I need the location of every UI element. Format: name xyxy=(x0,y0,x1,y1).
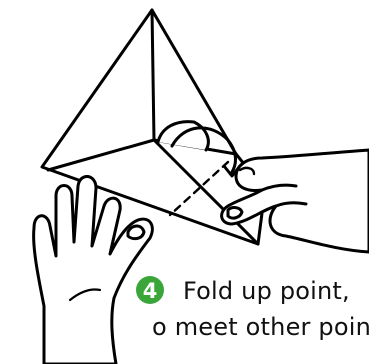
caption-line-2: o meet other poin xyxy=(152,313,369,341)
step-caption: Fold up point, o meet other poin xyxy=(0,277,369,364)
caption-line-1: Fold up point, xyxy=(183,277,350,305)
